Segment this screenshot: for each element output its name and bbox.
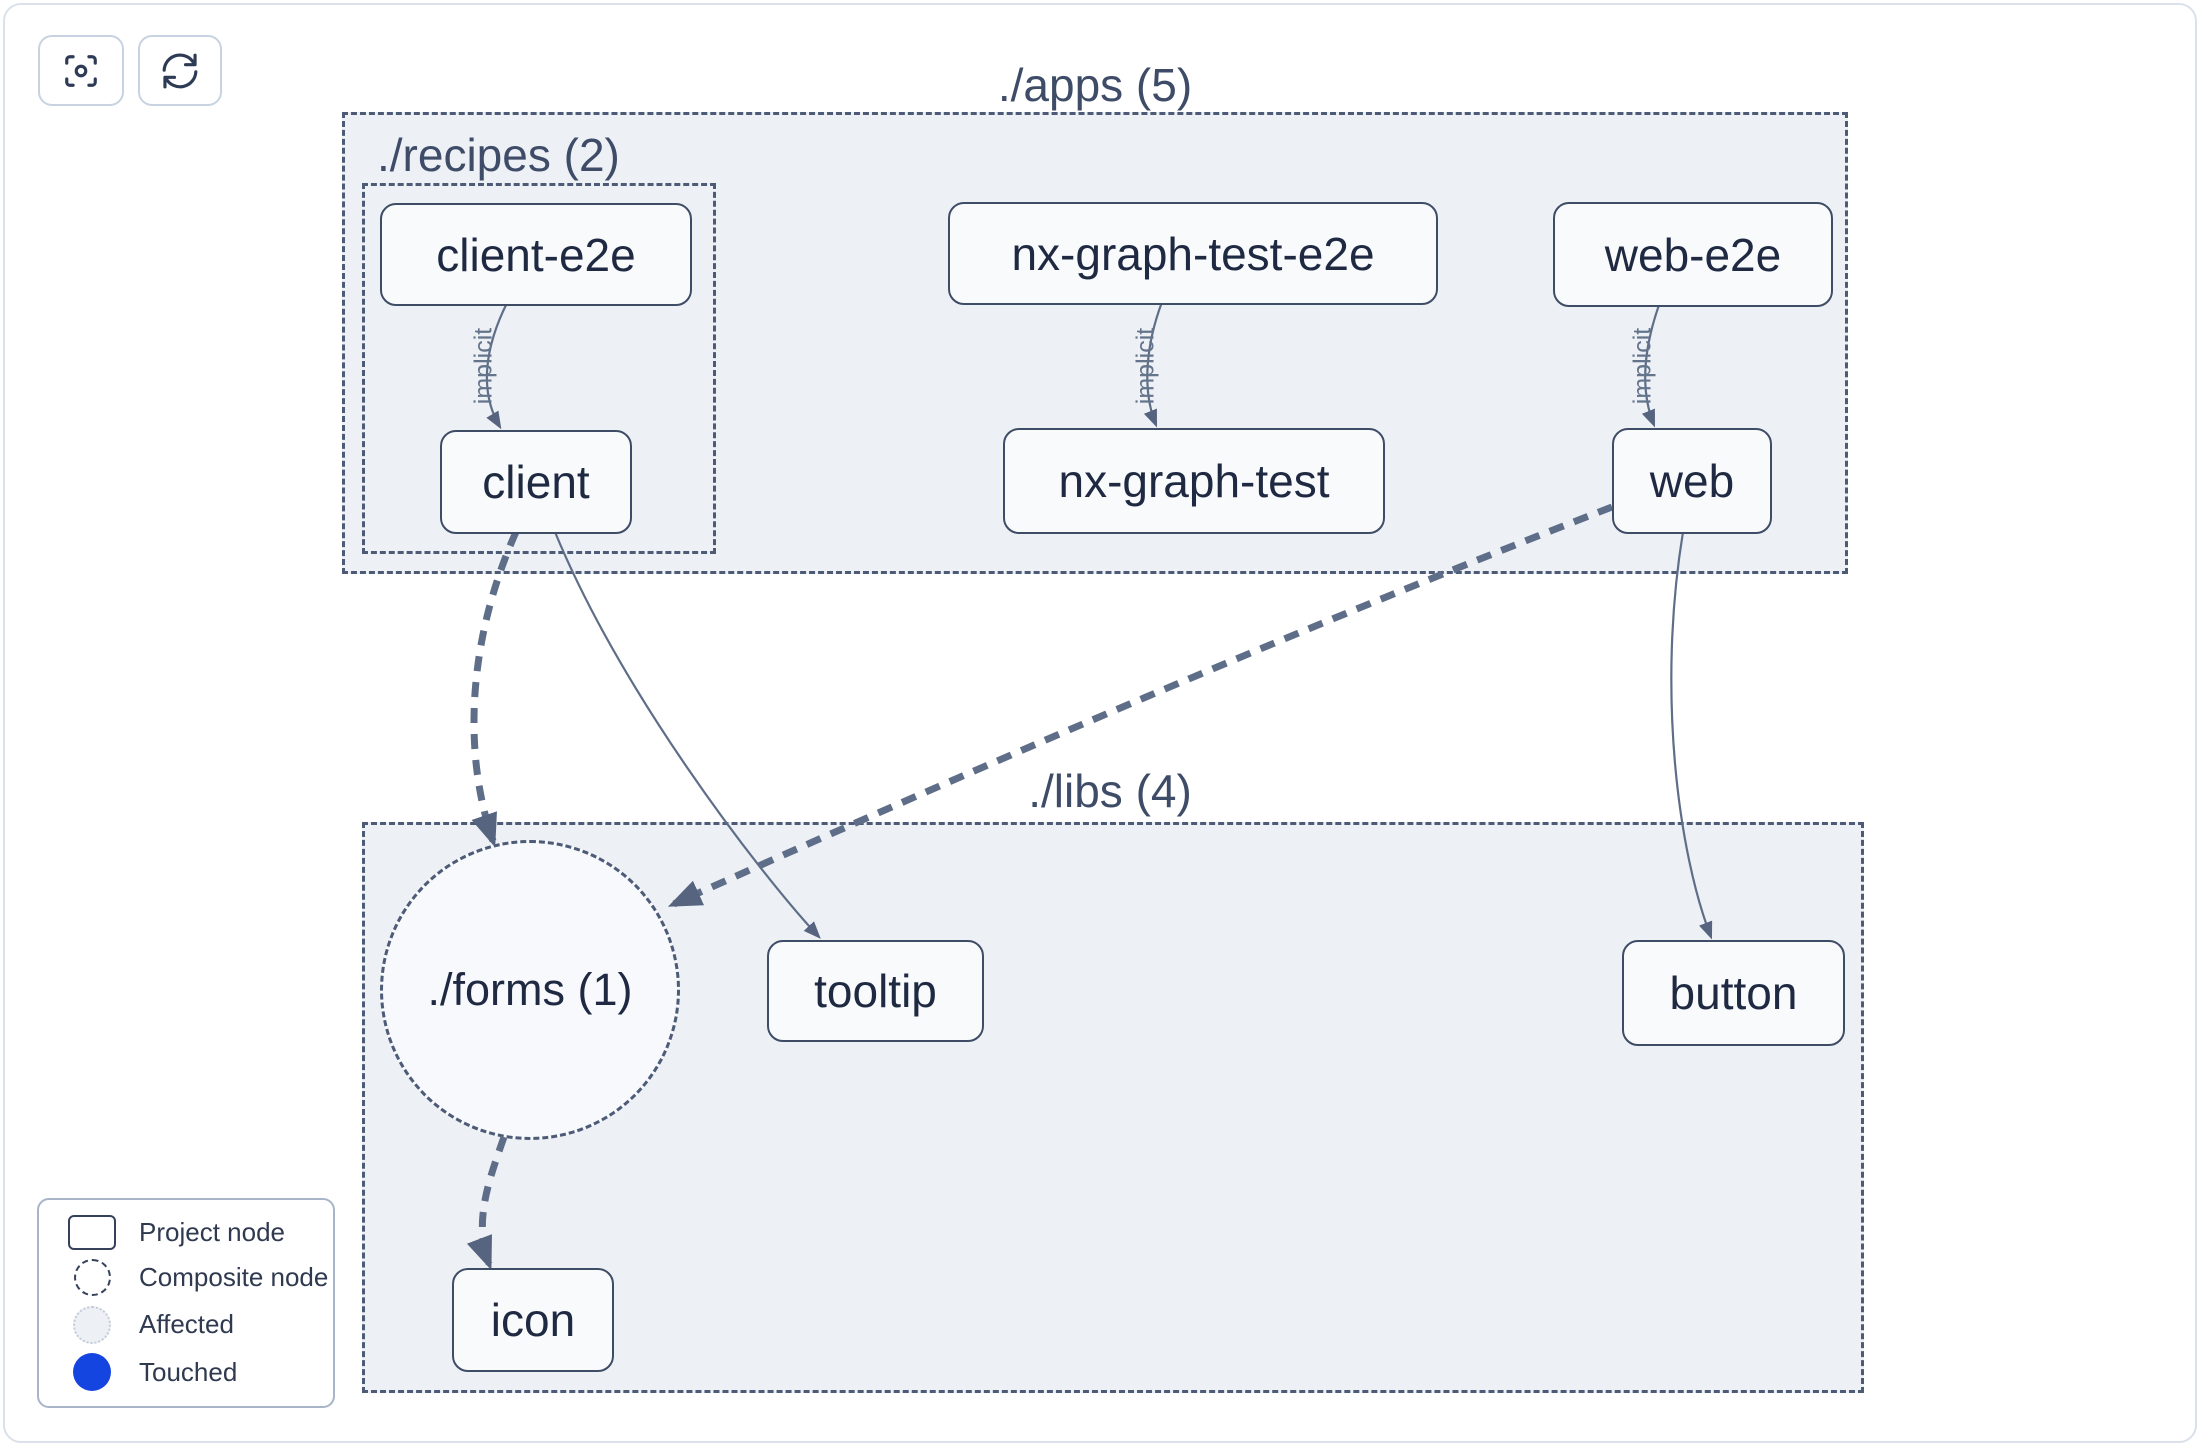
node-tooltip[interactable]: tooltip	[767, 940, 984, 1042]
node-client-e2e-label: client-e2e	[436, 228, 636, 281]
node-icon[interactable]: icon	[452, 1268, 614, 1372]
node-nx-graph-test-e2e[interactable]: nx-graph-test-e2e	[948, 202, 1438, 305]
legend-item-label: Composite node	[139, 1262, 329, 1293]
legend-item-touched: Touched	[39, 1353, 333, 1392]
legend-item-label: Project node	[139, 1216, 285, 1247]
node-client-label: client	[482, 456, 590, 508]
node-nx-graph-test[interactable]: nx-graph-test	[1003, 428, 1385, 534]
legend-item-label: Affected	[139, 1309, 234, 1340]
focus-button[interactable]	[38, 35, 124, 106]
container-recipes	[362, 183, 716, 554]
focus-icon	[62, 52, 100, 90]
composite-node-forms[interactable]: ./forms (1)	[380, 840, 680, 1140]
node-web-e2e-label: web-e2e	[1604, 228, 1782, 281]
node-button-label: button	[1669, 967, 1798, 1019]
refresh-button[interactable]	[138, 35, 222, 106]
legend: Project node Composite node Affected Tou…	[37, 1198, 335, 1408]
edge-label-implicit-nx-graph-test: implicit	[1131, 327, 1160, 405]
node-client[interactable]: client	[440, 430, 632, 534]
legend-item-label: Touched	[139, 1356, 238, 1387]
container-recipes-label: ./recipes (2)	[377, 129, 620, 181]
node-icon-label: icon	[490, 1294, 576, 1346]
container-apps-label: ./apps (5)	[997, 59, 1193, 111]
touched-icon	[73, 1353, 111, 1392]
node-tooltip-label: tooltip	[814, 965, 937, 1017]
edge-label-implicit-client: implicit	[469, 327, 498, 405]
edge-label-implicit-web: implicit	[1628, 327, 1657, 405]
composite-node-forms-label: ./forms (1)	[427, 964, 633, 1015]
node-nx-graph-test-e2e-label: nx-graph-test-e2e	[1011, 227, 1375, 280]
node-web-label: web	[1649, 455, 1735, 507]
composite-node-icon	[73, 1259, 111, 1297]
node-client-e2e[interactable]: client-e2e	[380, 203, 692, 306]
legend-item-affected: Affected	[39, 1305, 333, 1344]
node-web[interactable]: web	[1612, 428, 1772, 534]
node-button[interactable]: button	[1622, 940, 1845, 1046]
affected-icon	[73, 1305, 111, 1344]
node-web-e2e[interactable]: web-e2e	[1553, 202, 1833, 307]
legend-item-composite-node: Composite node	[39, 1259, 333, 1297]
refresh-icon	[161, 52, 199, 90]
container-libs-label: ./libs (4)	[1028, 765, 1192, 817]
node-nx-graph-test-label: nx-graph-test	[1058, 455, 1330, 507]
legend-item-project-node: Project node	[39, 1214, 333, 1250]
project-node-icon	[68, 1214, 116, 1250]
